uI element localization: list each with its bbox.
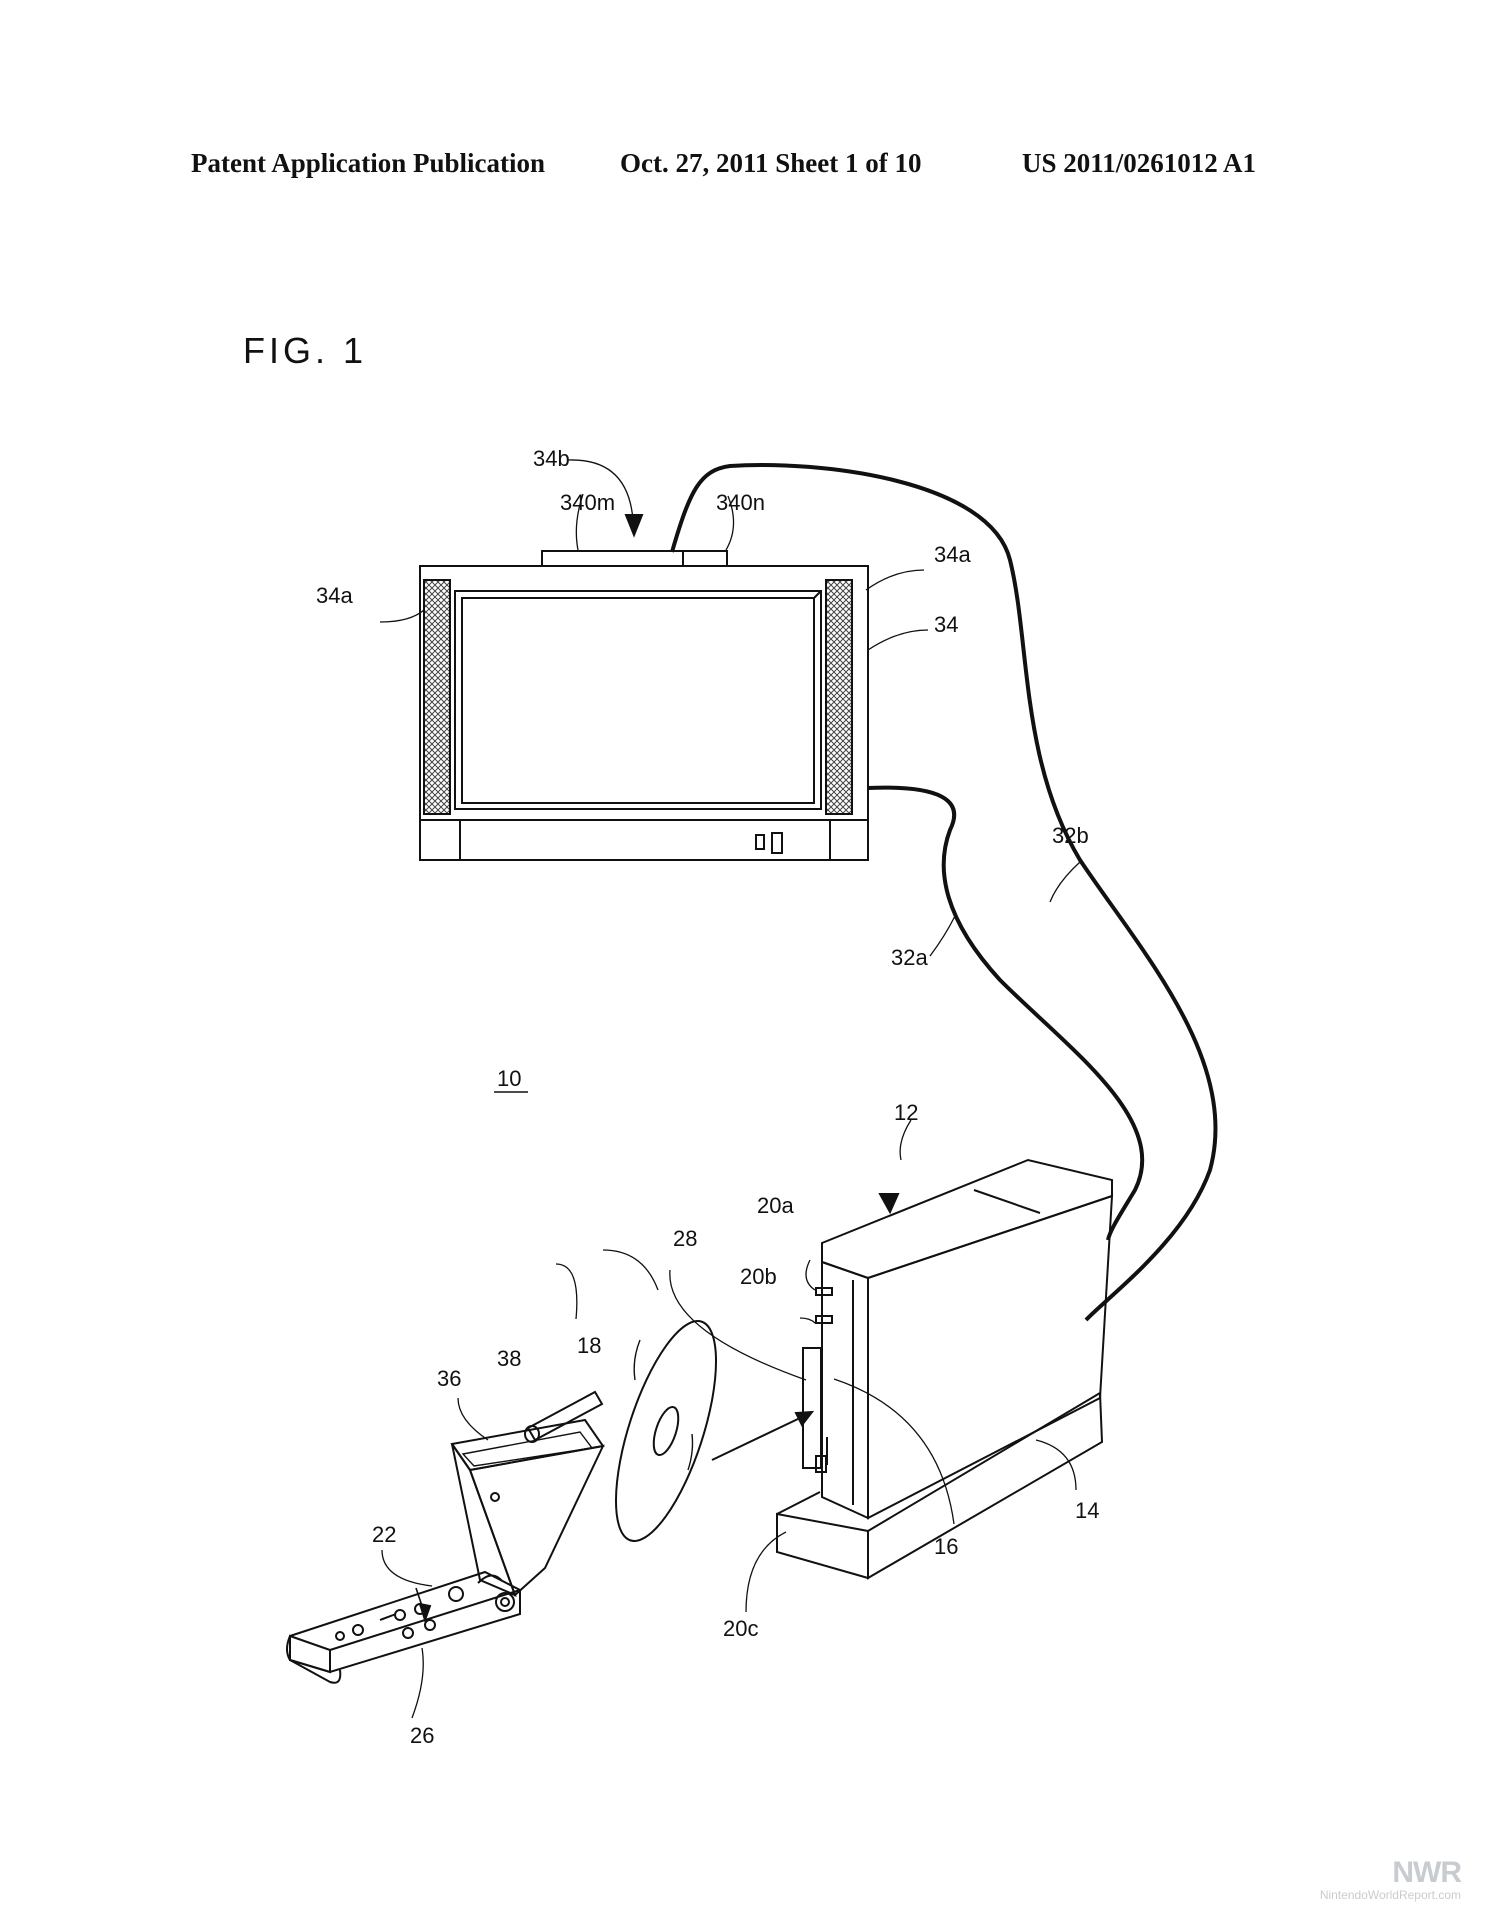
ref-34a-right: 34a: [934, 542, 971, 567]
ref-20c: 20c: [723, 1616, 758, 1641]
publication-date-sheet: Oct. 27, 2011 Sheet 1 of 10: [620, 148, 922, 178]
ref-36: 36: [437, 1366, 461, 1391]
ref-38: 38: [497, 1346, 521, 1371]
ref-32b: 32b: [1052, 823, 1089, 848]
site-watermark: NWR NintendoWorldReport.com: [1319, 1856, 1462, 1903]
controller-22: [286, 1570, 521, 1684]
figure-title: FIG. 1: [243, 330, 368, 371]
console-stand-14: [776, 1391, 1104, 1580]
ref-14: 14: [1075, 1498, 1099, 1523]
ref-32a: 32a: [891, 945, 928, 970]
cable-32b: [670, 463, 1218, 1322]
ref-10: 10: [497, 1066, 521, 1091]
page-header: Patent Application Publication Oct. 27, …: [0, 148, 1489, 188]
ref-34a-left: 34a: [316, 583, 353, 608]
publication-type: Patent Application Publication: [191, 148, 546, 178]
rod-38: [524, 1390, 604, 1443]
cable-32a: [867, 785, 1145, 1241]
leader-lines: [379, 459, 1081, 1719]
ref-20b: 20b: [740, 1264, 777, 1289]
speaker-right-34a: [825, 579, 853, 815]
watermark-site: NintendoWorldReport.com: [1319, 1888, 1461, 1902]
ref-28: 28: [673, 1226, 697, 1251]
ref-16: 16: [934, 1534, 958, 1559]
game-console-12: [802, 1158, 1114, 1520]
publication-number: US 2011/0261012 A1: [1022, 148, 1257, 178]
disc-insertion-arrow: [711, 1417, 801, 1461]
attachment-36: [450, 1418, 605, 1597]
speaker-left-34a: [423, 579, 451, 815]
television-34: [419, 550, 869, 861]
ref-12: 12: [894, 1100, 918, 1125]
ref-26: 26: [410, 1723, 434, 1748]
ref-18: 18: [577, 1333, 601, 1358]
watermark-logo: NWR: [1392, 1856, 1462, 1889]
ref-34: 34: [934, 612, 958, 637]
ref-22: 22: [372, 1522, 396, 1547]
ref-340n: 340n: [716, 490, 765, 515]
ref-20a: 20a: [757, 1193, 794, 1218]
ref-34b: 34b: [533, 446, 570, 471]
optical-disc-18: [614, 1320, 718, 1542]
ref-340m: 340m: [560, 490, 615, 515]
